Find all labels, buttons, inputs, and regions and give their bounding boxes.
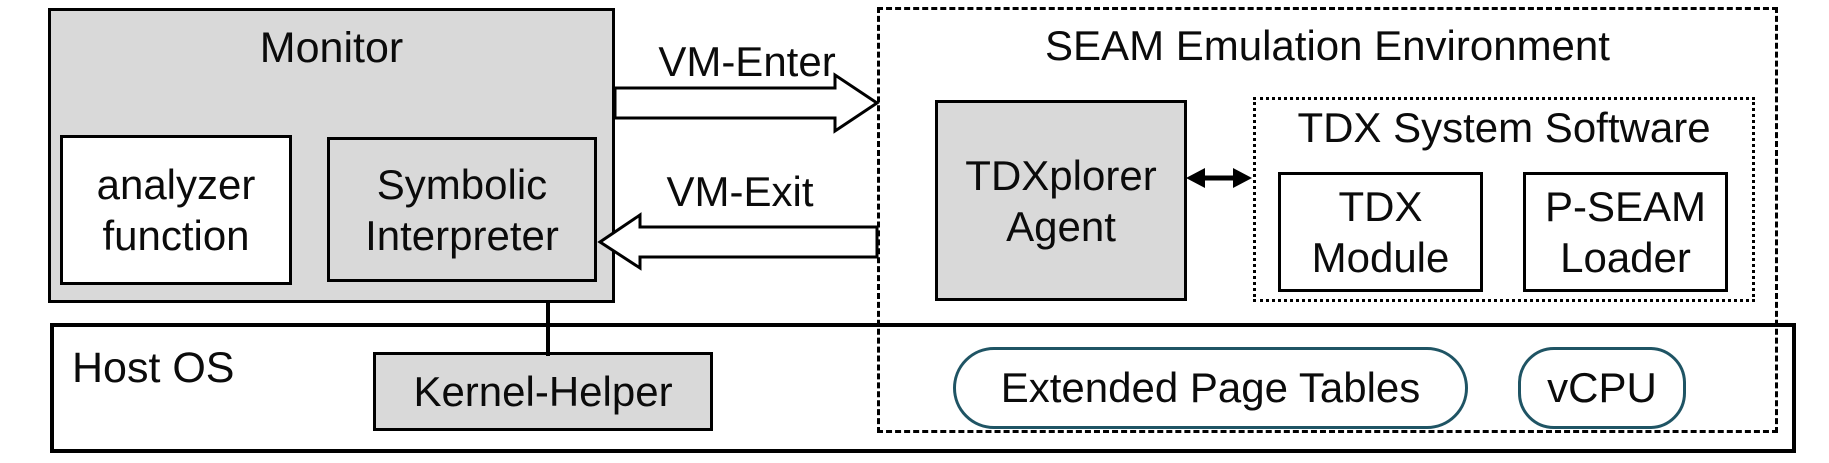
monitor-label: Monitor xyxy=(259,24,404,72)
host-os-label: Host OS xyxy=(72,344,235,392)
analyzer-function-box: analyzer function xyxy=(60,135,292,285)
tdxplorer-agent-box: TDXplorer Agent xyxy=(935,100,1187,301)
extended-page-tables-label: Extended Page Tables xyxy=(1000,364,1421,411)
seam-emulation-environment-box xyxy=(877,7,1778,433)
vm-exit-label: VM-Exit xyxy=(666,168,814,215)
pseam-loader-line2: Loader xyxy=(1560,234,1691,281)
vm-enter-label: VM-Enter xyxy=(658,38,836,85)
extended-page-tables-stadium: Extended Page Tables xyxy=(953,347,1468,429)
pseam-loader-box: P-SEAM Loader xyxy=(1523,172,1728,292)
symbolic-interpreter-line1: Symbolic xyxy=(376,160,548,208)
kernel-helper-box: Kernel-Helper xyxy=(373,352,713,431)
symbolic-interpreter-box: Symbolic Interpreter xyxy=(327,137,597,282)
tdx-module-line1: TDX xyxy=(1338,183,1423,230)
vcpu-label: vCPU xyxy=(1547,364,1657,411)
tdx-system-software-box xyxy=(1253,97,1755,302)
vm-exit-arrow xyxy=(597,212,879,271)
tdx-module-box: TDX Module xyxy=(1278,172,1483,292)
vcpu-stadium: vCPU xyxy=(1518,347,1686,429)
tdx-system-software-label: TDX System Software xyxy=(1297,104,1711,151)
kernel-helper-label: Kernel-Helper xyxy=(413,367,673,415)
symbolic-interpreter-line2: Interpreter xyxy=(365,211,559,259)
analyzer-function-line2: function xyxy=(102,212,250,259)
tdxplorer-agent-line2: Agent xyxy=(1006,202,1116,250)
analyzer-function-line1: analyzer xyxy=(96,161,256,208)
pseam-loader-line1: P-SEAM xyxy=(1544,183,1707,230)
seam-emulation-environment-label: SEAM Emulation Environment xyxy=(1045,22,1610,69)
tdxplorer-agent-line1: TDXplorer xyxy=(965,151,1157,199)
tdx-module-line2: Module xyxy=(1311,234,1450,281)
